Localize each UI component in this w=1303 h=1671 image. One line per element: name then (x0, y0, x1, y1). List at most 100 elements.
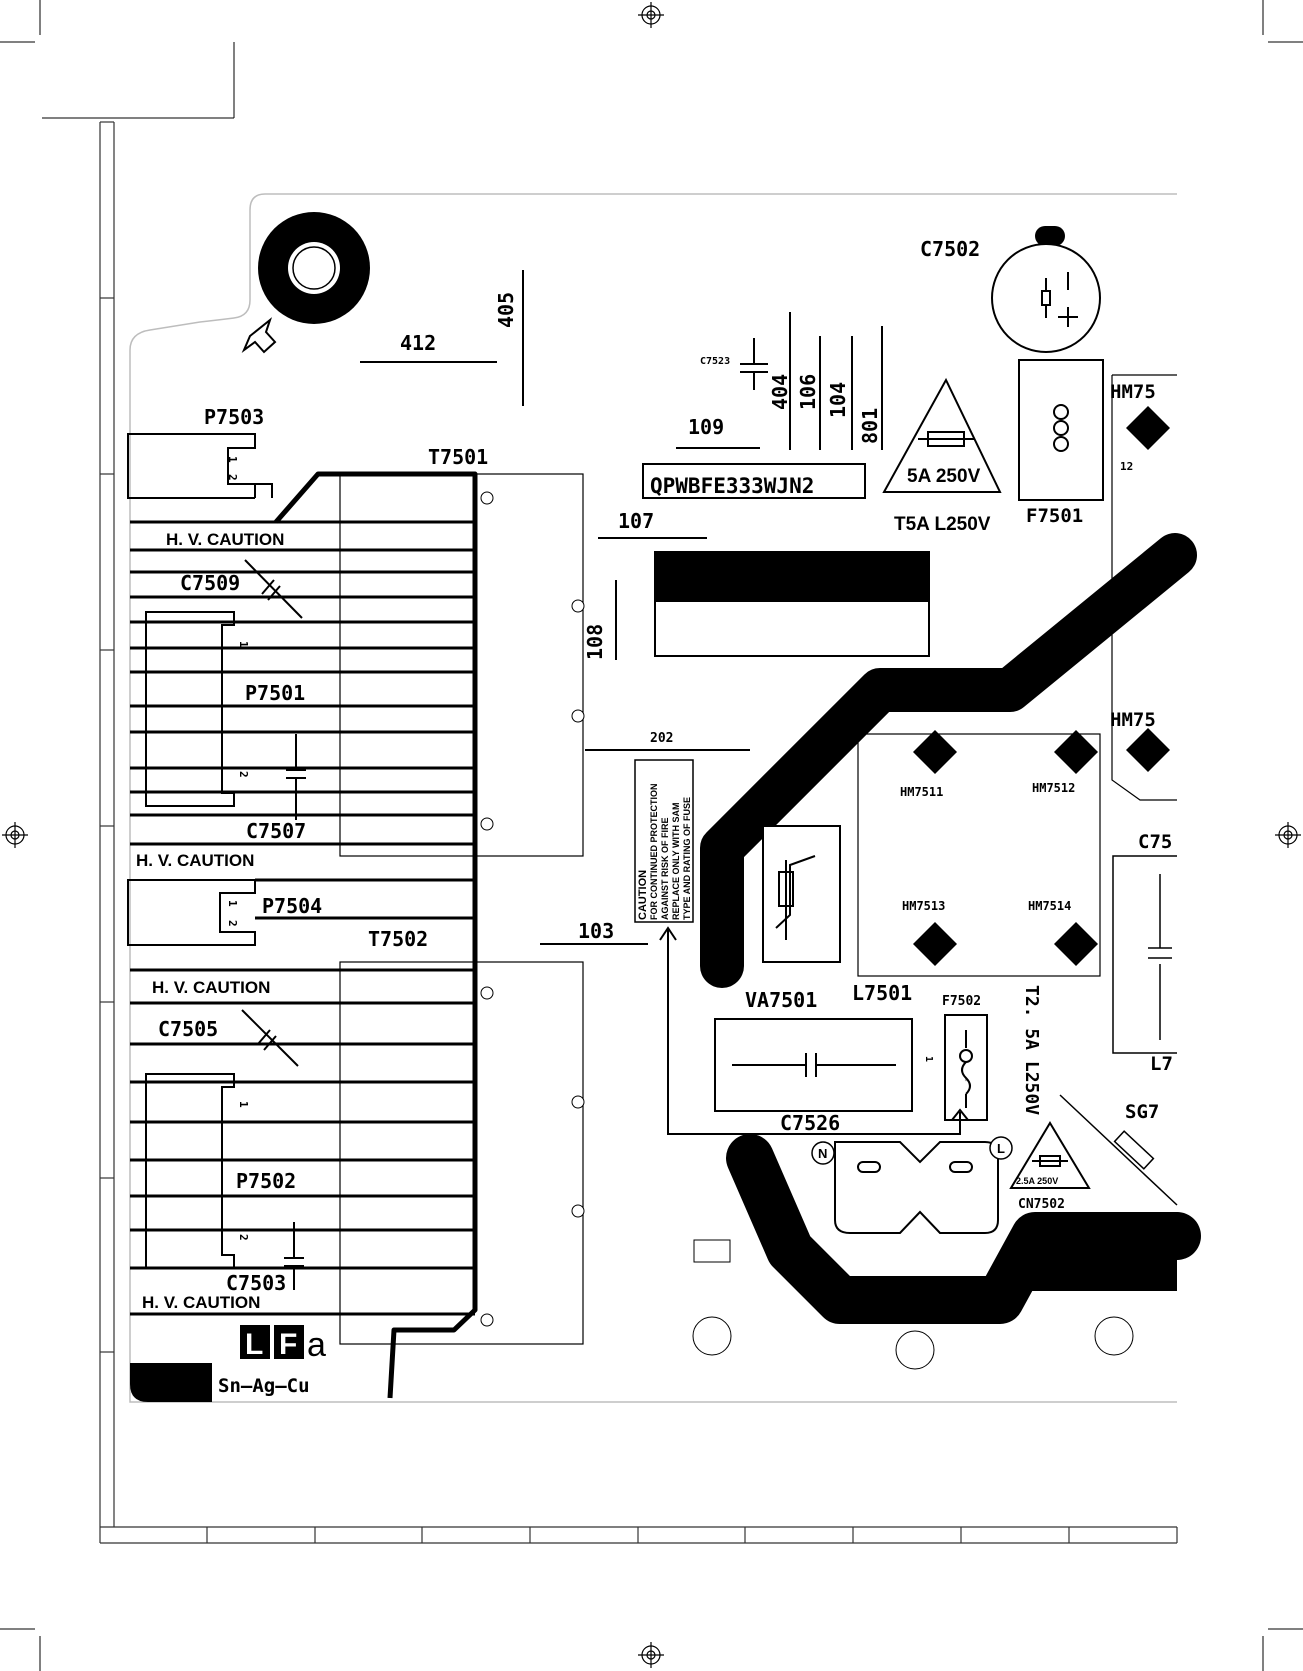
c75-outline (1112, 855, 1177, 1054)
pin-2-p7501: 2 (237, 771, 250, 778)
thin-traces (360, 270, 883, 945)
label-fuse-rating: 5A 250V (907, 466, 981, 487)
p7504-connector (127, 879, 256, 946)
label-hm7514: HM7514 (1028, 899, 1071, 913)
label-p7502: P7502 (236, 1169, 296, 1193)
caution-text-block: CAUTION FOR CONTINUED PROTECTION AGAINST… (637, 784, 692, 921)
label-c7503: C7503 (226, 1271, 286, 1295)
label-cn7502: CN7502 (1018, 1197, 1065, 1212)
label-hm75-mid: HM75 (1110, 709, 1156, 731)
label-hv-caution-2: H. V. CAUTION (136, 851, 254, 870)
label-hv-caution-3: H. V. CAUTION (152, 978, 270, 997)
c7509-capacitor (244, 559, 303, 619)
line-mark-icon (989, 1136, 1013, 1160)
logo-letter-l: L (245, 1328, 263, 1361)
label-103: 103 (578, 919, 614, 943)
c7502-capacitor (991, 226, 1101, 353)
c7505-capacitor (241, 1009, 299, 1067)
va7501-varistor (762, 825, 841, 963)
bridge-rectifier-outline (857, 733, 1101, 977)
cn7502-connector (834, 1141, 999, 1234)
heatsink-mount-diamonds (913, 406, 1170, 966)
label-107: 107 (618, 509, 654, 533)
caution-label-box (634, 759, 694, 923)
pin-1-p7503: 1 (226, 456, 239, 463)
heatsink-bus (274, 471, 478, 1399)
board-arrow-icon (241, 317, 277, 354)
copper-pad-right (1030, 1215, 1177, 1291)
label-hm7513: HM7513 (902, 899, 945, 913)
label-f7501: F7501 (1026, 505, 1083, 527)
caution-line-2: AGAINST RISK OF FIRE (660, 817, 670, 920)
label-c7509: C7509 (180, 571, 240, 595)
mounting-hole (258, 212, 370, 324)
transformer-pin-holes (480, 491, 585, 1327)
c7507-capacitor (286, 734, 306, 820)
caution-title: CAUTION (637, 870, 649, 920)
horizontal-bus-lines (130, 520, 475, 1316)
label-104: 104 (826, 382, 850, 418)
solder-indicator-block (130, 1363, 212, 1402)
label-801: 801 (858, 408, 882, 444)
label-t7502: T7502 (368, 927, 428, 951)
label-hm75-top: HM75 (1110, 381, 1156, 403)
pin-1-p7501: 1 (237, 641, 250, 648)
label-va7501: VA7501 (745, 988, 817, 1012)
label-12: 12 (1120, 460, 1133, 473)
label-c7523: C7523 (700, 356, 730, 367)
pin-2-p7504: 2 (226, 920, 239, 927)
logo-letter-a: a (307, 1326, 326, 1364)
label-c75-right: C75 (1138, 831, 1172, 853)
transformer-outlines (339, 473, 584, 1345)
pin-1-p7504: 1 (226, 900, 239, 907)
pin-2-p7503: 2 (226, 474, 239, 481)
board-outline (129, 193, 1177, 1403)
label-small-fuse: 2.5A 250V (1016, 1176, 1058, 1186)
f7502-pin-mark: 1 (923, 1056, 934, 1062)
label-p7504: P7504 (262, 894, 322, 918)
arrow-trace (659, 926, 969, 1135)
label-c7505: C7505 (158, 1017, 218, 1041)
label-hv-caution-4: H. V. CAUTION (142, 1293, 260, 1312)
small-pad-outline (693, 1239, 731, 1263)
p7501-connector (145, 611, 235, 807)
c7503-capacitor (284, 1222, 304, 1290)
lead-free-logo (240, 1325, 304, 1359)
neutral-mark-icon (811, 1141, 835, 1165)
label-hv-caution-1: H. V. CAUTION (166, 530, 284, 549)
p7502-connector (145, 1073, 235, 1269)
sg7-spark-gap (1059, 1094, 1178, 1206)
label-p7501: P7501 (245, 681, 305, 705)
fuse-warning-triangle-icon (882, 377, 1002, 493)
f7502-fuse (944, 1014, 988, 1121)
label-hm7512: HM7512 (1032, 781, 1075, 795)
caution-line-4: TYPE AND RATING OF FUSE (682, 797, 692, 920)
label-t7501: T7501 (428, 445, 488, 469)
label-c7502: C7502 (920, 237, 980, 261)
label-202: 202 (650, 731, 673, 746)
label-t25a: T2. 5A L250V (1021, 985, 1042, 1115)
label-l-mark: L (997, 1141, 1005, 1156)
cn7502-fuse-triangle-icon (1009, 1121, 1091, 1189)
label-404: 404 (768, 374, 792, 410)
label-sg7: SG7 (1125, 1101, 1159, 1123)
outline-hm-area (1111, 374, 1177, 801)
label-f7502: F7502 (942, 994, 981, 1009)
label-p7503: P7503 (204, 405, 264, 429)
label-c7507: C7507 (246, 819, 306, 843)
part-number-box (642, 463, 866, 499)
label-n-mark: N (818, 1146, 827, 1161)
f7501-fuse-holder (1018, 359, 1104, 501)
pin-2-p7502: 2 (237, 1234, 250, 1241)
label-part-number: QPWBFE333WJN2 (650, 474, 814, 498)
drawing-frame (99, 121, 1178, 1544)
ic-heatsink-band (655, 552, 929, 602)
label-412: 412 (400, 331, 436, 355)
mounting-holes-bottom (692, 1316, 1134, 1370)
c7526-capacitor (714, 1018, 913, 1112)
label-l7-right: L7 (1150, 1053, 1173, 1075)
label-t5a: T5A L250V (894, 514, 991, 535)
